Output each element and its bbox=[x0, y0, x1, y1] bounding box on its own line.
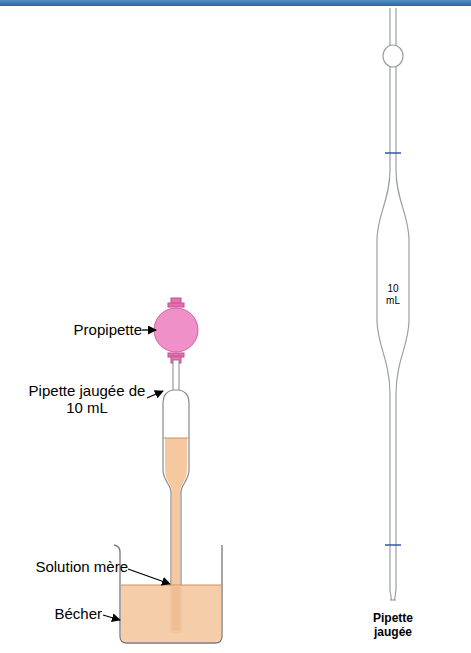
part-label: Propipette bbox=[62, 321, 142, 338]
header-bar bbox=[0, 0, 471, 6]
caption-label: Pipette jaugée bbox=[358, 612, 428, 640]
propipette-bulb bbox=[154, 298, 198, 363]
leader-arrows bbox=[103, 330, 170, 620]
volume-marking: 10 mL bbox=[380, 283, 406, 306]
pipette-jaugee-drawing bbox=[377, 8, 409, 600]
part-label: Bécher bbox=[40, 605, 102, 622]
part-label: Pipette jaugée de 10 mL bbox=[28, 382, 146, 417]
part-label: Solution mère bbox=[16, 558, 128, 575]
becher-drawing bbox=[114, 545, 222, 643]
